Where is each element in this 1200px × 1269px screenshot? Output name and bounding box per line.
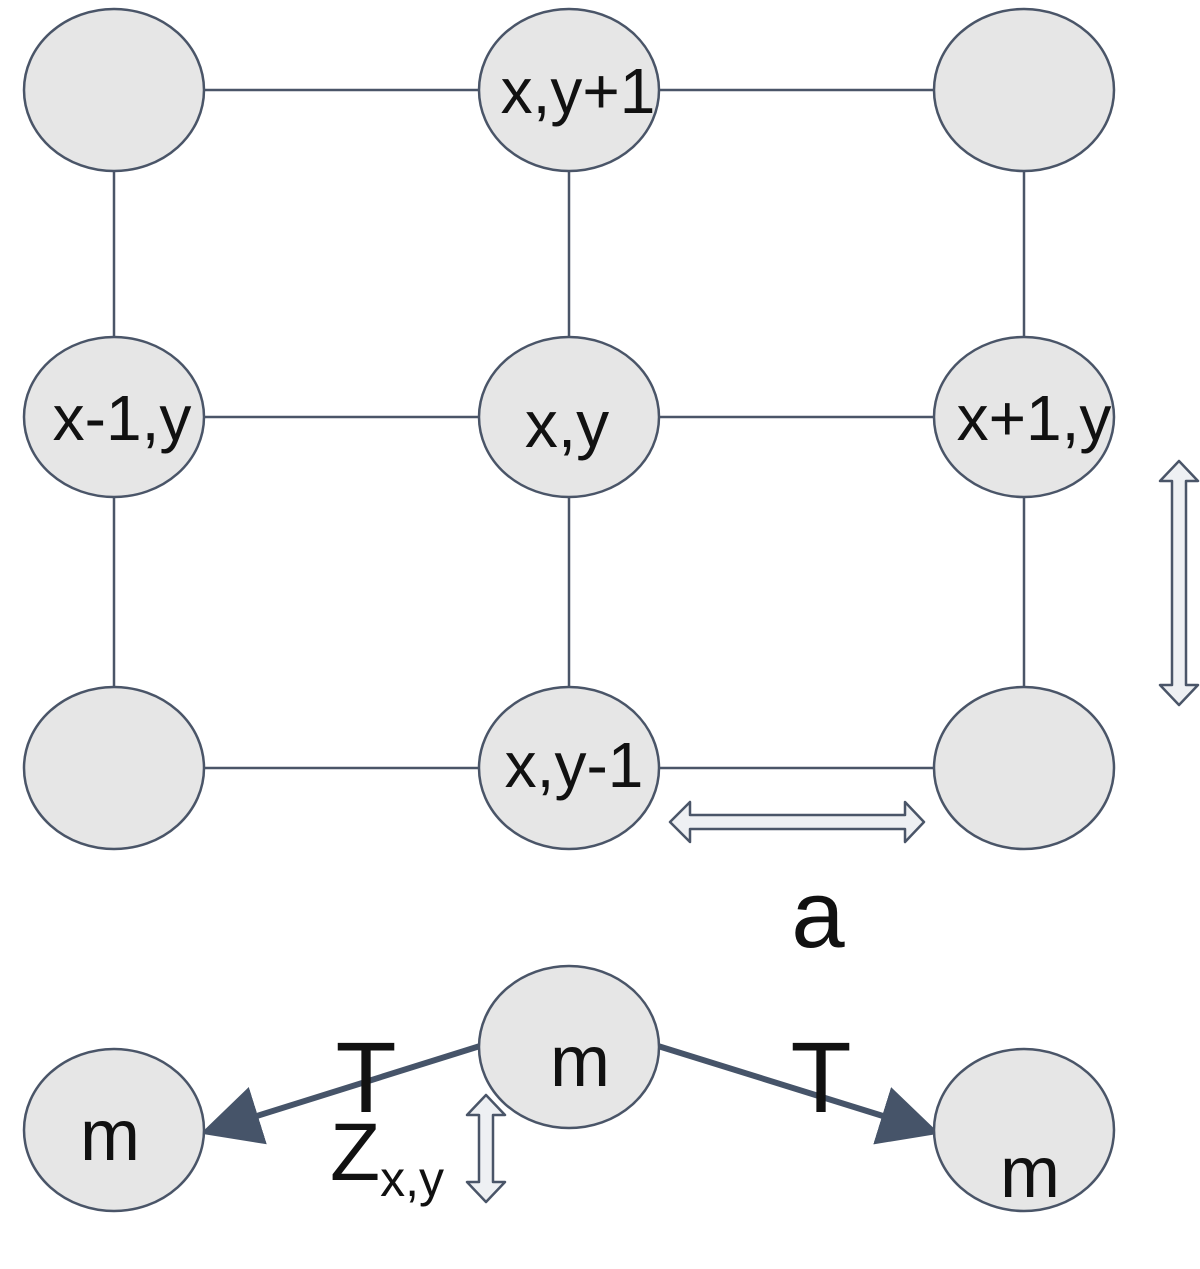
right-tension-arrow (657, 1043, 940, 1145)
vertical-spacing-arrow-icon (1158, 459, 1200, 707)
node-top-right (932, 7, 1116, 173)
node-label: x,y+1 (501, 55, 656, 127)
node-label: x-1,y (53, 382, 192, 454)
displacement-label: Zx,y (330, 1107, 444, 1207)
horizontal-spacing-arrow-icon (668, 800, 926, 844)
left-mass-label: m (80, 1096, 140, 1176)
grid-nodes (22, 7, 1116, 851)
node-mid-left (22, 335, 206, 499)
right-mass-node (932, 1047, 1116, 1213)
node-top-left (22, 7, 206, 173)
right-mass-label: m (1000, 1133, 1060, 1213)
node-mid-right (932, 335, 1116, 499)
lattice-spacing-label: a (791, 861, 845, 968)
node-bot-right (932, 685, 1116, 851)
node-label: x,y-1 (505, 729, 644, 801)
node-bot-center (477, 685, 661, 851)
displacement-arrow-icon (465, 1093, 507, 1204)
center-mass-label: m (550, 1022, 610, 1102)
node-label: x,y (525, 387, 609, 461)
chain-masses (22, 964, 1116, 1213)
center-mass-node (477, 964, 661, 1130)
node-bot-left (22, 685, 206, 851)
left-tension-arrow (200, 1043, 481, 1145)
node-label: x+1,y (957, 382, 1112, 454)
displacement-subscript: x,y (380, 1151, 444, 1207)
grid-edges (112, 88, 1026, 770)
left-mass-node (22, 1047, 206, 1213)
node-mid-center (477, 335, 661, 499)
right-tension-label: T (790, 1022, 851, 1134)
left-tension-label: T (335, 1022, 396, 1134)
grid-node-labels: x,y+1 x-1,y x,y x+1,y x,y-1 (53, 55, 1112, 801)
node-top-center (477, 7, 661, 173)
displacement-main: Z (330, 1107, 380, 1198)
